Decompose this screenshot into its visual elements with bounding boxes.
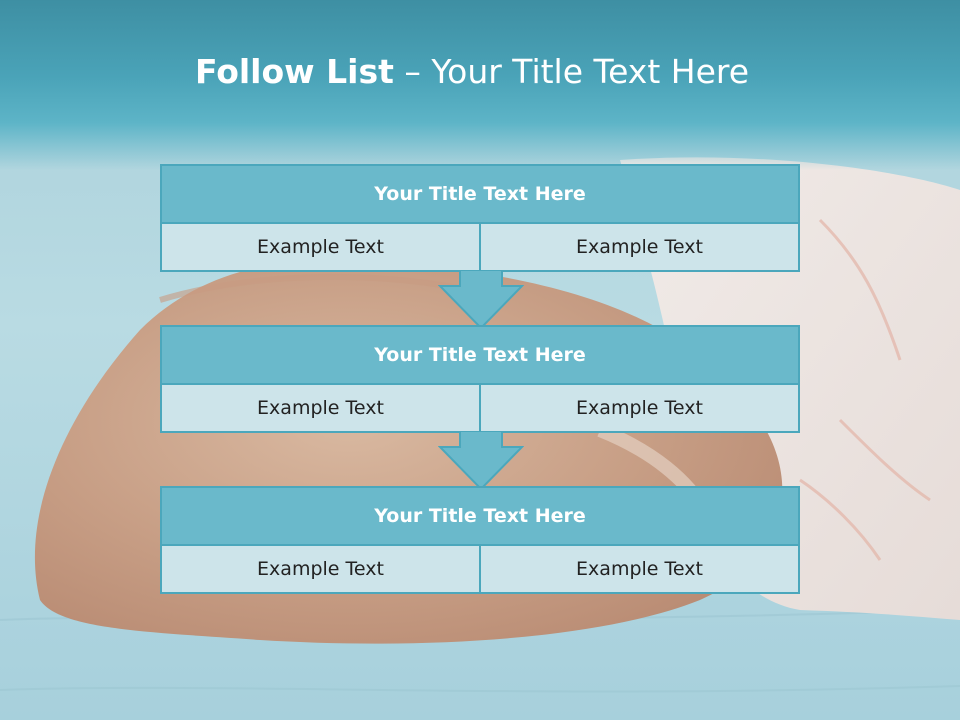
list-block-cells: Example Text Example Text (162, 224, 798, 270)
list-block-title: Your Title Text Here (162, 488, 798, 546)
list-cell: Example Text (479, 385, 798, 431)
header-band (0, 0, 960, 170)
list-block-cells: Example Text Example Text (162, 546, 798, 592)
down-arrow-icon (438, 270, 524, 330)
slide-title-rest: – Your Title Text Here (393, 52, 750, 91)
list-block: Your Title Text Here Example Text Exampl… (160, 325, 800, 433)
list-cell: Example Text (479, 224, 798, 270)
slide-title-bold: Follow List (194, 52, 394, 91)
list-block-title: Your Title Text Here (162, 166, 798, 224)
down-arrow-icon (438, 431, 524, 491)
list-cell: Example Text (479, 546, 798, 592)
list-cell: Example Text (162, 385, 479, 431)
slide-title: Follow List – Your Title Text Here (0, 52, 944, 91)
list-block-cells: Example Text Example Text (162, 385, 798, 431)
list-block: Your Title Text Here Example Text Exampl… (160, 486, 800, 594)
list-block-title: Your Title Text Here (162, 327, 798, 385)
list-block: Your Title Text Here Example Text Exampl… (160, 164, 800, 272)
list-cell: Example Text (162, 546, 479, 592)
list-cell: Example Text (162, 224, 479, 270)
